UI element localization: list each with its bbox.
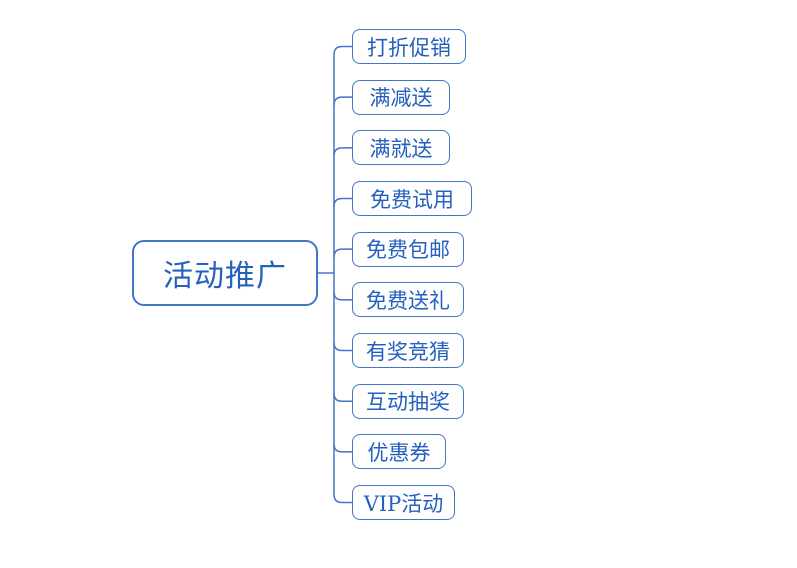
- connector-line: [333, 197, 352, 207]
- connector-line: [333, 45, 352, 504]
- branch-node-label: 打折促销: [367, 35, 451, 60]
- branch-node[interactable]: VIP活动: [352, 485, 455, 521]
- branch-node-label: VIP活动: [363, 491, 444, 516]
- branch-node[interactable]: 打折促销: [352, 29, 466, 64]
- branch-node-label: 互动抽奖: [366, 390, 450, 415]
- branch-node-label: 免费试用: [370, 187, 454, 212]
- connector-line: [333, 342, 352, 352]
- branch-node[interactable]: 满减送: [352, 79, 450, 115]
- connector-line: [333, 248, 352, 258]
- branch-node-label: 优惠券: [367, 440, 431, 465]
- branch-node-label: 免费包邮: [366, 238, 450, 263]
- branch-node-label: 有奖竞猜: [366, 339, 450, 364]
- connector-line: [333, 291, 352, 301]
- branch-node[interactable]: 免费试用: [352, 181, 472, 216]
- branch-node-label: 满就送: [369, 136, 433, 161]
- branch-node[interactable]: 满就送: [352, 130, 450, 166]
- branch-node[interactable]: 有奖竞猜: [352, 333, 464, 369]
- connector-line: [333, 443, 352, 453]
- connector-line: [333, 393, 352, 402]
- branch-node[interactable]: 互动抽奖: [352, 383, 464, 419]
- branch-node-label: 满减送: [369, 86, 433, 111]
- root-node[interactable]: 活动推广: [132, 240, 318, 306]
- branch-node[interactable]: 优惠券: [352, 434, 446, 470]
- root-node-label: 活动推广: [163, 259, 287, 294]
- branch-node[interactable]: 免费送礼: [352, 282, 464, 318]
- branch-node-label: 免费送礼: [366, 288, 450, 313]
- connector-line: [333, 147, 352, 156]
- connector-line: [333, 96, 352, 106]
- branch-node[interactable]: 免费包邮: [352, 231, 464, 267]
